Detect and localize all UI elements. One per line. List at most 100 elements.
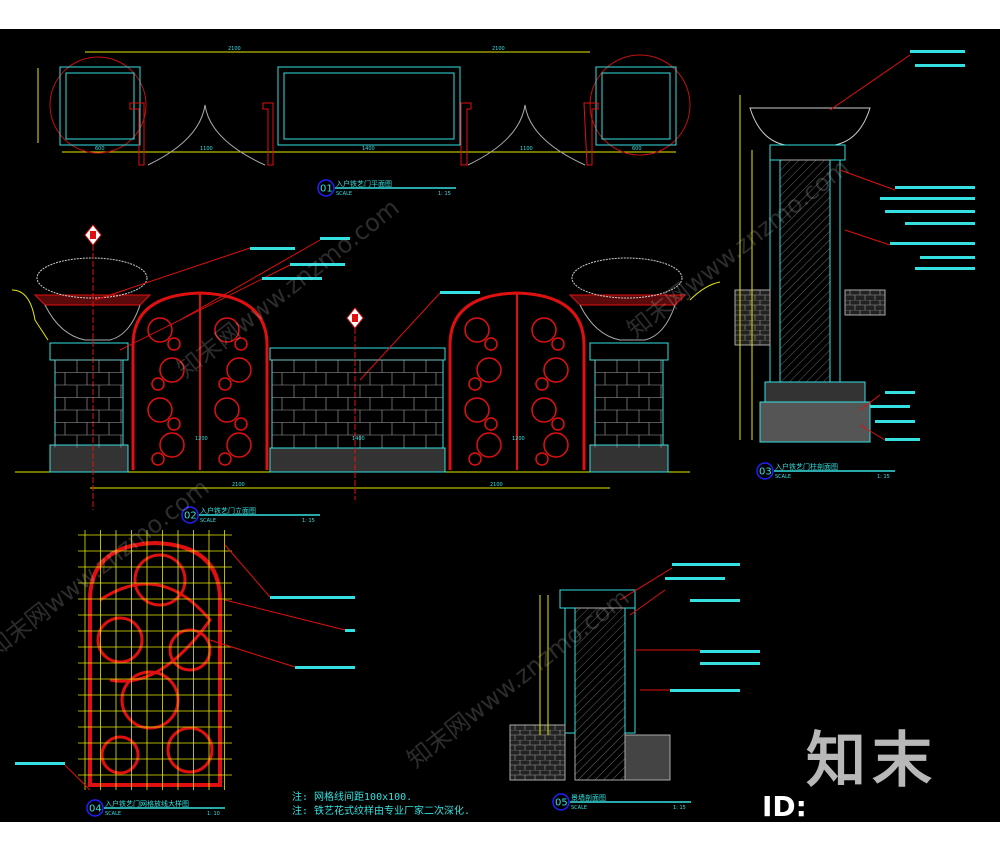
wall-cap: [269, 347, 446, 361]
dim-label: 1100: [200, 146, 213, 152]
scroll-curl: [147, 317, 173, 343]
scroll-curl: [226, 357, 252, 383]
callout-labels: [870, 50, 975, 441]
wall-base: [269, 447, 446, 473]
plan-view-01: 2100 2100 600 1100 1400 1100 600: [37, 46, 691, 166]
wall-plan: [277, 66, 461, 146]
scroll-curl: [167, 417, 181, 431]
scroll-curl: [167, 337, 181, 351]
leader-lines: [94, 239, 441, 381]
drawing-title: 入户铁艺门平面图: [336, 179, 392, 188]
scroll-curl: [468, 452, 482, 466]
pillar-plan-inner: [601, 72, 671, 140]
drawing-title: 入户铁艺门网格放线大样图: [105, 799, 189, 808]
scroll-curl: [159, 357, 185, 383]
scale-value: 1: 15: [302, 518, 315, 524]
callout-labels: [15, 596, 355, 765]
drawing-number-circle: [756, 462, 774, 480]
drawing-number-circle: [86, 799, 104, 817]
cad-canvas: 2100 2100 600 1100 1400 1100 600: [0, 29, 1000, 822]
pillar-base: [589, 444, 669, 473]
drawing-number-circle: [181, 506, 199, 524]
drawing-title: 景墙剖面图: [571, 793, 606, 802]
door-swing-arc: [147, 104, 266, 166]
scroll-curl: [234, 337, 248, 351]
elevation-view-02: 2100 2100 1200 1400 1200: [11, 224, 721, 510]
scroll-curl: [218, 377, 232, 391]
pillar-cap: [589, 342, 669, 361]
scroll-curl: [535, 377, 549, 391]
pillar-base: [49, 444, 129, 473]
door-swing-arc: [467, 104, 586, 166]
dim-label: 2100: [228, 46, 241, 52]
pillar-plan-inner: [65, 72, 135, 140]
scroll-curl: [464, 317, 490, 343]
foliage-outline: [11, 289, 49, 341]
watermark-logo: 知末: [806, 726, 938, 796]
note-ironwork: 注: 铁艺花式纹样由专业厂家二次深化.: [292, 804, 470, 817]
pillar-cap: [49, 342, 129, 361]
drawing-number: 02: [184, 511, 197, 522]
note-grid-spacing: 注: 网格线间距100x100.: [292, 790, 412, 803]
dim-label: 2100: [232, 482, 245, 488]
scale-label: SCALE: [571, 805, 587, 811]
pot-section: [749, 107, 871, 146]
detail-circle: [589, 54, 691, 156]
scale-label: SCALE: [105, 811, 121, 817]
pillar-plan: [595, 66, 677, 146]
section-marker: [84, 224, 102, 510]
foliage-outline: [689, 281, 721, 301]
wall-core: [574, 607, 626, 781]
flower-pot: [33, 257, 152, 341]
dim-label: 1200: [195, 436, 208, 442]
scroll-curl: [468, 377, 482, 391]
scroll-curl: [535, 452, 549, 466]
dim-label: 600: [95, 146, 105, 152]
flower-pot: [568, 257, 687, 341]
section-marker: [346, 307, 364, 500]
scale-value: 1: 15: [438, 191, 451, 197]
scale-label: SCALE: [336, 191, 352, 197]
scroll-curl: [476, 357, 502, 383]
scroll-curl: [464, 397, 490, 423]
drawing-title: 入户铁艺门柱剖面图: [775, 462, 838, 471]
gate-post: [129, 102, 599, 166]
callout-labels: [250, 237, 480, 294]
scroll-curl: [476, 432, 502, 458]
gate-scrollwork: [147, 317, 569, 466]
dim-label: 600: [632, 146, 642, 152]
scroll-curl: [234, 417, 248, 431]
dim-label: 1400: [362, 146, 375, 152]
column-section-03: [734, 50, 975, 443]
drawing-number-circle: [317, 179, 335, 197]
scroll-curl: [543, 357, 569, 383]
grid-scrollwork: [96, 553, 214, 775]
scroll-curl: [226, 432, 252, 458]
scroll-curl: [543, 432, 569, 458]
cad-drawing: 2100 2100 600 1100 1400 1100 600: [11, 46, 975, 817]
foundation: [759, 401, 871, 443]
scroll-curl: [147, 397, 173, 423]
scroll-curl: [218, 452, 232, 466]
drawing-title: 入户铁艺门立面图: [200, 506, 256, 515]
scroll-curl: [531, 397, 557, 423]
scroll-curl: [551, 337, 565, 351]
wall-section-05: [509, 563, 760, 781]
scale-value: 1: 15: [877, 474, 890, 480]
detail-circle: [49, 56, 147, 154]
drawing-number: 03: [759, 467, 772, 478]
callout-labels: [665, 563, 760, 692]
drawing-number: 05: [555, 798, 568, 809]
scroll-curl: [484, 417, 498, 431]
scale-value: 1: 15: [673, 805, 686, 811]
scroll-curl: [151, 377, 165, 391]
scale-label: SCALE: [200, 518, 216, 524]
scroll-curl: [159, 432, 185, 458]
